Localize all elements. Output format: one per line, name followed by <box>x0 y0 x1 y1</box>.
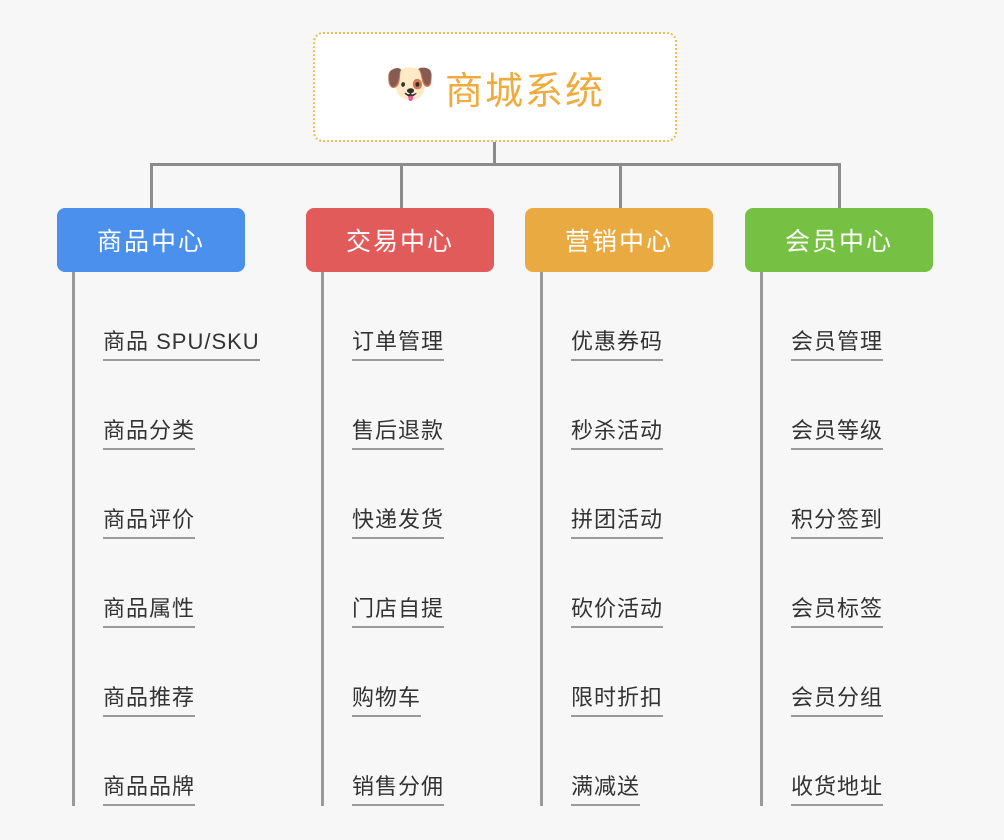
leaf-label: 砍价活动 <box>571 597 664 628</box>
leaf-label: 商品属性 <box>103 597 196 628</box>
leaf-label: 商品 SPU/SKU <box>103 330 260 361</box>
leaf-label: 限时折扣 <box>571 686 664 717</box>
connector-drop-member-center <box>838 163 841 208</box>
leaf-label: 商品评价 <box>103 508 196 539</box>
leaf-list-trade-center: 订单管理 售后退款 快递发货 门店自提 购物车 销售分佣 <box>306 272 494 806</box>
leaf-item[interactable]: 门店自提 <box>306 539 494 628</box>
branch-header-member-center[interactable]: 会员中心 <box>745 208 933 272</box>
leaf-list-product-center: 商品 SPU/SKU 商品分类 商品评价 商品属性 商品推荐 商品品牌 <box>57 272 260 806</box>
leaf-label: 快递发货 <box>352 508 445 539</box>
leaf-item[interactable]: 会员管理 <box>745 272 933 361</box>
leaf-item[interactable]: 限时折扣 <box>525 628 713 717</box>
leaf-item[interactable]: 会员标签 <box>745 539 933 628</box>
connector-drop-product-center <box>150 163 153 208</box>
leaf-item[interactable]: 商品品牌 <box>57 717 260 806</box>
leaf-trunk <box>72 272 75 806</box>
leaf-item[interactable]: 优惠券码 <box>525 272 713 361</box>
leaf-label: 收货地址 <box>791 775 884 806</box>
branch-product-center: 商品中心 商品 SPU/SKU 商品分类 商品评价 商品属性 商品推荐 商品品牌 <box>57 208 260 806</box>
leaf-item[interactable]: 销售分佣 <box>306 717 494 806</box>
leaf-item[interactable]: 会员等级 <box>745 361 933 450</box>
leaf-label: 购物车 <box>352 686 422 717</box>
leaf-item[interactable]: 商品评价 <box>57 450 260 539</box>
leaf-item[interactable]: 满减送 <box>525 717 713 806</box>
leaf-trunk <box>321 272 324 806</box>
leaf-label: 积分签到 <box>791 508 884 539</box>
leaf-label: 满减送 <box>571 775 641 806</box>
root-title: 商城系统 <box>444 70 605 113</box>
connector-horizontal-bus <box>150 163 841 166</box>
leaf-label: 会员标签 <box>791 597 884 628</box>
leaf-item[interactable]: 会员分组 <box>745 628 933 717</box>
branch-header-label: 商品中心 <box>96 228 205 256</box>
leaf-item[interactable]: 积分签到 <box>745 450 933 539</box>
leaf-label: 优惠券码 <box>571 330 664 361</box>
root-node[interactable]: 🐶 商城系统 <box>313 32 677 142</box>
leaf-label: 门店自提 <box>352 597 445 628</box>
leaf-label: 秒杀活动 <box>571 419 664 450</box>
leaf-item[interactable]: 砍价活动 <box>525 539 713 628</box>
leaf-list-marketing-center: 优惠券码 秒杀活动 拼团活动 砍价活动 限时折扣 满减送 <box>525 272 713 806</box>
leaf-item[interactable]: 商品属性 <box>57 539 260 628</box>
leaf-label: 商品推荐 <box>103 686 196 717</box>
leaf-item[interactable]: 快递发货 <box>306 450 494 539</box>
leaf-label: 拼团活动 <box>571 508 664 539</box>
branch-header-trade-center[interactable]: 交易中心 <box>306 208 494 272</box>
branch-header-marketing-center[interactable]: 营销中心 <box>525 208 713 272</box>
leaf-item[interactable]: 商品 SPU/SKU <box>57 272 260 361</box>
leaf-label: 售后退款 <box>352 419 445 450</box>
connector-root-stem <box>493 142 496 165</box>
leaf-item[interactable]: 商品分类 <box>57 361 260 450</box>
leaf-list-member-center: 会员管理 会员等级 积分签到 会员标签 会员分组 收货地址 <box>745 272 933 806</box>
leaf-item[interactable]: 订单管理 <box>306 272 494 361</box>
leaf-item[interactable]: 收货地址 <box>745 717 933 806</box>
dog-face-icon: 🐶 <box>384 62 435 106</box>
connector-drop-marketing-center <box>619 163 622 208</box>
leaf-label: 会员管理 <box>791 330 884 361</box>
leaf-label: 会员等级 <box>791 419 884 450</box>
leaf-item[interactable]: 商品推荐 <box>57 628 260 717</box>
connector-drop-trade-center <box>400 163 403 208</box>
branch-header-label: 会员中心 <box>784 228 893 256</box>
branch-trade-center: 交易中心 订单管理 售后退款 快递发货 门店自提 购物车 销售分佣 <box>306 208 494 806</box>
branch-marketing-center: 营销中心 优惠券码 秒杀活动 拼团活动 砍价活动 限时折扣 满减送 <box>525 208 713 806</box>
leaf-item[interactable]: 售后退款 <box>306 361 494 450</box>
leaf-label: 销售分佣 <box>352 775 445 806</box>
branch-header-label: 营销中心 <box>564 228 673 256</box>
leaf-label: 订单管理 <box>352 330 445 361</box>
leaf-label: 商品品牌 <box>103 775 196 806</box>
leaf-label: 会员分组 <box>791 686 884 717</box>
leaf-trunk <box>540 272 543 806</box>
leaf-item[interactable]: 购物车 <box>306 628 494 717</box>
leaf-item[interactable]: 拼团活动 <box>525 450 713 539</box>
leaf-label: 商品分类 <box>103 419 196 450</box>
leaf-trunk <box>760 272 763 806</box>
branch-header-label: 交易中心 <box>345 228 454 256</box>
branch-member-center: 会员中心 会员管理 会员等级 积分签到 会员标签 会员分组 收货地址 <box>745 208 933 806</box>
branch-header-product-center[interactable]: 商品中心 <box>57 208 245 272</box>
leaf-item[interactable]: 秒杀活动 <box>525 361 713 450</box>
